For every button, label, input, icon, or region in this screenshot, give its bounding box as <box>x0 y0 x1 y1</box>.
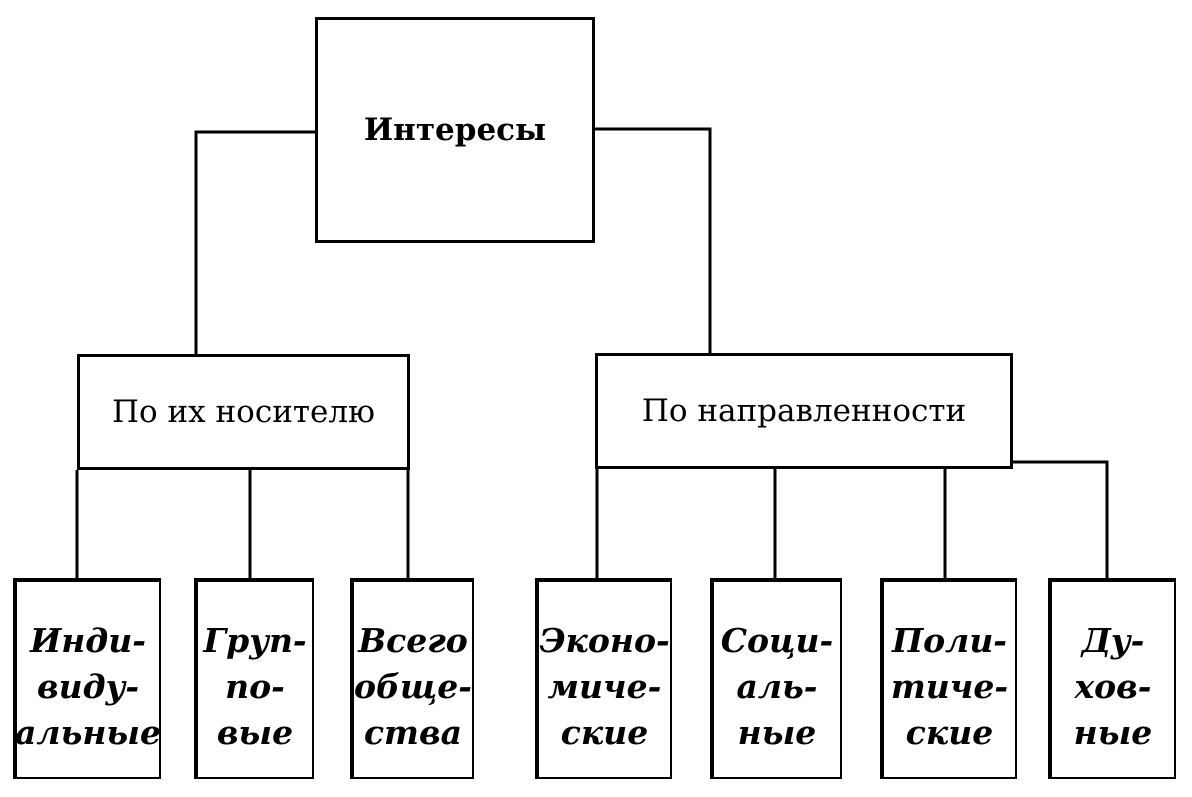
root-label: Интересы <box>363 112 547 148</box>
leaf-group: Груп- по- вые <box>194 578 314 779</box>
leaf-whole-society: Всего обще- ства <box>350 578 474 779</box>
group-by-direction: По направленности <box>595 353 1013 469</box>
leaf-political: Поли- тиче- ские <box>880 578 1017 779</box>
connector-root-left <box>194 130 315 354</box>
leaf-whole-society-label: Всего обще- ства <box>354 621 472 752</box>
leaf-social: Соци- аль- ные <box>710 578 842 779</box>
group-by-direction-label: По направленности <box>641 393 967 429</box>
root-node: Интересы <box>315 17 595 243</box>
leaf-spiritual-label: Ду- хов- ные <box>1073 621 1153 752</box>
group-by-carrier: По их носителю <box>77 354 410 470</box>
connector-root-right <box>595 127 712 353</box>
leaf-political-label: Поли- тиче- ские <box>890 621 1009 752</box>
leaf-economic: Эконо- миче- ские <box>535 578 672 779</box>
leaf-individual: Инди- виду- альные <box>13 578 161 779</box>
group-by-carrier-label: По их носителю <box>111 394 376 430</box>
leaf-group-label: Груп- по- вые <box>203 621 307 752</box>
leaf-social-label: Соци- аль- ные <box>720 621 834 752</box>
leaf-individual-label: Инди- виду- альные <box>15 621 161 752</box>
connector-right-4 <box>1011 460 1109 578</box>
leaf-economic-label: Эконо- миче- ские <box>539 621 670 752</box>
leaf-spiritual: Ду- хов- ные <box>1048 578 1176 779</box>
